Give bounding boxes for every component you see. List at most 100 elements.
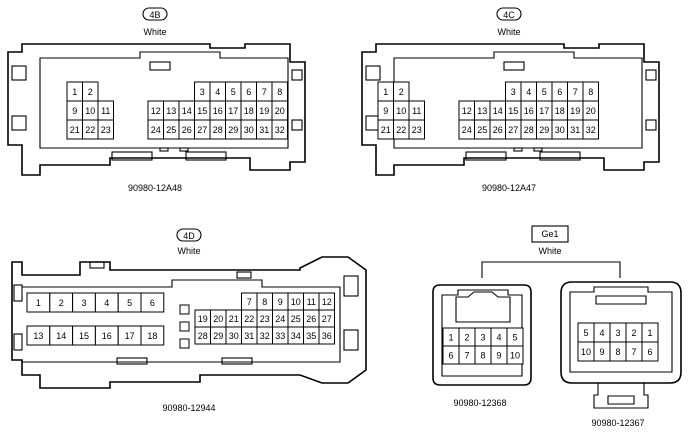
pin-number: 6: [448, 351, 453, 361]
pin-number: 25: [166, 125, 176, 135]
pin-number: 9: [278, 297, 283, 307]
connector-4b-part-number: 90980-12A48: [128, 183, 182, 193]
pin-number: 2: [59, 298, 64, 308]
pin-number: 2: [464, 333, 469, 343]
pin-number: 28: [524, 125, 534, 135]
connector-4d-id-badge: [176, 228, 202, 242]
pin-number: 5: [512, 333, 517, 343]
pin-number: 28: [213, 125, 223, 135]
pin-number: 27: [322, 314, 332, 324]
pin-cell: [97, 119, 114, 140]
pin-number: 10: [581, 347, 591, 357]
pin-number: 24: [462, 125, 472, 135]
pin-number: 24: [275, 314, 285, 324]
pin-number: 17: [228, 106, 238, 116]
pin-number: 8: [588, 87, 593, 97]
pin-number: 7: [631, 347, 636, 357]
pin-number: 22: [396, 125, 406, 135]
ge1-color: White: [538, 246, 561, 256]
pin-number: 22: [85, 125, 95, 135]
pin-number: 31: [259, 125, 269, 135]
connector-90980-12368-part-number: 90980-12368: [453, 398, 506, 408]
pin-number: 24: [151, 125, 161, 135]
pin-number: 17: [539, 106, 549, 116]
pin-number: 6: [150, 298, 155, 308]
connector-4d-locator: [179, 304, 190, 315]
pin-number: 29: [213, 331, 223, 341]
pin-number: 10: [85, 106, 95, 116]
pin-number: 14: [56, 331, 66, 341]
pin-number: 9: [496, 351, 501, 361]
pin-number: 26: [493, 125, 503, 135]
pin-number: 35: [306, 331, 316, 341]
pin-number: 6: [246, 87, 251, 97]
pin-number: 4: [526, 87, 531, 97]
pin-number: 29: [539, 125, 549, 135]
pin-number: 1: [647, 328, 652, 338]
pin-number: 31: [570, 125, 580, 135]
pin-number: 1: [448, 333, 453, 343]
pin-number: 21: [381, 125, 391, 135]
connector-4c-id: 4C: [503, 10, 515, 20]
pin-number: 30: [229, 331, 239, 341]
pin-number: 7: [247, 297, 252, 307]
pin-number: 1: [36, 298, 41, 308]
pin-number: 26: [306, 314, 316, 324]
pin-number: 11: [101, 106, 110, 116]
pin-number: 2: [399, 87, 404, 97]
pin-number: 25: [477, 125, 487, 135]
connector-4d-locator: [179, 321, 190, 332]
pin-number: 32: [260, 331, 270, 341]
pin-number: 4: [215, 87, 220, 97]
pin-number: 1: [72, 87, 77, 97]
pin-number: 33: [275, 331, 285, 341]
pin-number: 30: [555, 125, 565, 135]
pin-number: 11: [307, 297, 316, 307]
connector-4d-locator: [179, 338, 190, 349]
pin-number: 5: [542, 87, 547, 97]
pin-cell: [271, 119, 288, 140]
pin-number: 23: [412, 125, 422, 135]
pin-number: 36: [322, 331, 332, 341]
pin-number: 14: [182, 106, 192, 116]
pin-number: 16: [524, 106, 534, 116]
pin-number: 21: [70, 125, 80, 135]
pin-number: 3: [511, 87, 516, 97]
pin-number: 20: [586, 106, 596, 116]
pin-number: 9: [72, 106, 77, 116]
pin-number: 25: [291, 314, 301, 324]
pin-cell: [641, 341, 659, 362]
pin-number: 6: [647, 347, 652, 357]
connector-4c-part-number: 90980-12A47: [482, 183, 536, 193]
pin-number: 18: [244, 106, 254, 116]
connector-4c-housing: [361, 43, 660, 176]
pin-number: 5: [583, 328, 588, 338]
connector-4c-color: White: [497, 27, 520, 37]
pin-number: 27: [508, 125, 518, 135]
connector-90980-12368-housing: [432, 284, 532, 386]
pin-number: 7: [262, 87, 267, 97]
connector-4d-inner-housing: [22, 279, 341, 363]
pin-number: 20: [213, 314, 223, 324]
pin-number: 16: [102, 331, 112, 341]
pin-number: 12: [462, 106, 472, 116]
pin-number: 7: [573, 87, 578, 97]
pin-number: 10: [510, 351, 520, 361]
pin-number: 10: [396, 106, 406, 116]
pin-number: 22: [244, 314, 254, 324]
connector-4d-color: White: [177, 246, 200, 256]
pin-number: 8: [615, 347, 620, 357]
connector-4b-color: White: [143, 27, 166, 37]
